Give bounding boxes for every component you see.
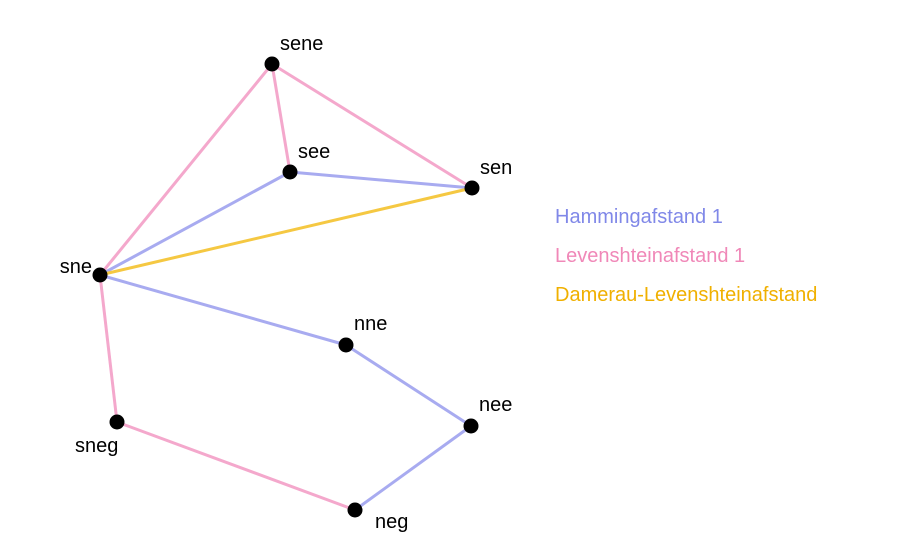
edge-nee-neg [354, 424, 472, 512]
edge-see-sne [99, 170, 291, 277]
node-see [282, 164, 298, 180]
edge-sene-see [270, 63, 292, 173]
node-sen [464, 180, 480, 196]
node-nee [463, 418, 479, 434]
legend-hamming: Hammingafstand 1 [555, 206, 723, 228]
node-label-sene: sene [280, 33, 323, 55]
node-label-nee: nee [479, 394, 512, 416]
edge-sene-sen [271, 62, 473, 190]
node-sene [264, 56, 280, 72]
edge-nne-nee [345, 343, 472, 428]
edge-sene-sne [98, 63, 274, 276]
node-nne [338, 337, 354, 353]
node-sne [92, 267, 108, 283]
node-label-see: see [298, 141, 330, 163]
edge-sne-sneg [98, 274, 119, 423]
node-sneg [109, 414, 125, 430]
edge-sne-nne [99, 273, 347, 347]
legend-levenshtein: Levenshteinafstand 1 [555, 245, 746, 267]
edge-see-sen [289, 170, 473, 190]
edge-sneg-neg [116, 420, 356, 512]
node-label-nne: nne [354, 313, 387, 335]
legend-damerau: Damerau-Levenshteinafstand [555, 284, 818, 306]
node-label-neg: neg [375, 511, 408, 533]
node-label-sen: sen [480, 157, 512, 179]
node-label-sneg: sneg [75, 435, 118, 457]
node-label-sne: sne [60, 256, 92, 278]
node-neg [347, 502, 363, 518]
edge-sne-sen [99, 186, 473, 277]
